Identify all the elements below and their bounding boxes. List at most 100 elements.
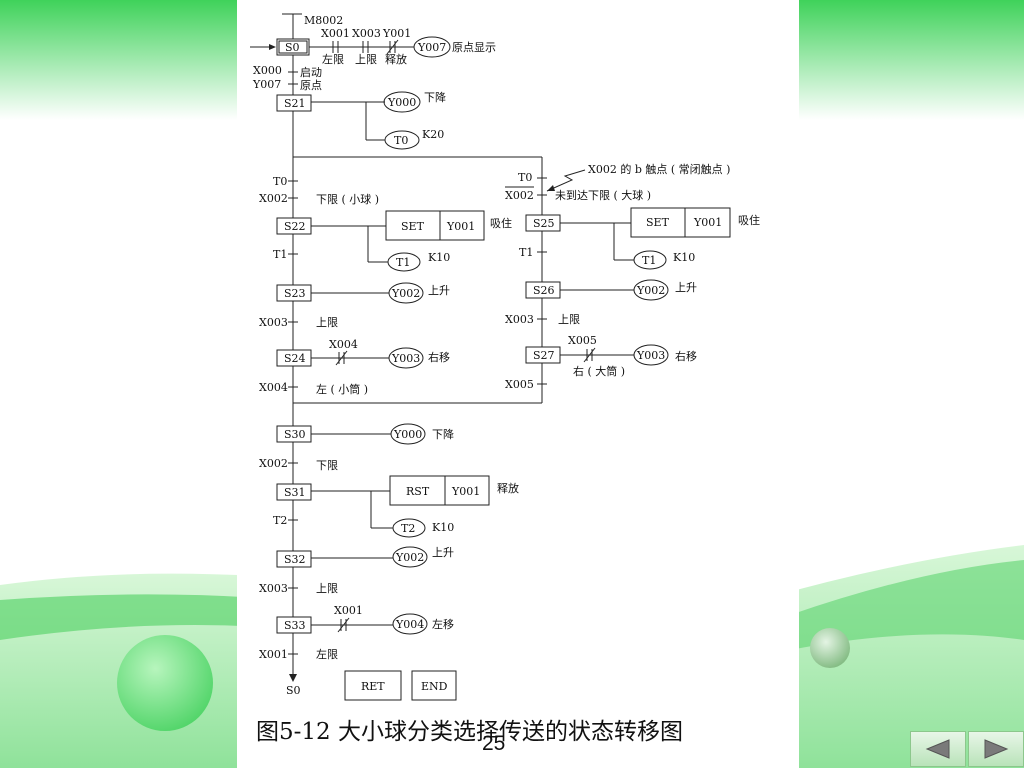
svg-text:T1: T1	[519, 246, 533, 259]
timer-t1-right	[633, 250, 667, 270]
svg-text:S23: S23	[284, 287, 306, 300]
triangle-right-icon	[984, 739, 1009, 759]
svg-text:S31: S31	[284, 486, 306, 499]
svg-text:吸住: 吸住	[490, 216, 512, 230]
next-slide-button[interactable]	[968, 731, 1024, 767]
coil-y000-b	[390, 423, 426, 445]
state-s31	[276, 483, 312, 501]
svg-text:Y003: Y003	[636, 349, 665, 362]
set-box-s25	[630, 207, 731, 238]
svg-text:释放: 释放	[497, 481, 519, 495]
svg-text:X001: X001	[334, 604, 363, 617]
svg-text:S30: S30	[284, 428, 306, 441]
svg-text:S0: S0	[285, 41, 300, 54]
svg-text:上升: 上升	[432, 546, 454, 559]
timer-t2	[392, 518, 426, 538]
svg-text:SET: SET	[646, 216, 670, 229]
m8002-label: M8002	[304, 14, 343, 27]
svg-text:上升: 上升	[675, 281, 697, 294]
svg-text:下降: 下降	[424, 90, 446, 104]
svg-text:X002 的 b 触点 ( 常闭触点 ): X002 的 b 触点 ( 常闭触点 )	[588, 162, 730, 176]
svg-text:T2: T2	[273, 514, 287, 527]
svg-text:T0: T0	[518, 171, 532, 184]
svg-text:T0: T0	[273, 175, 287, 188]
svg-text:X003: X003	[259, 582, 288, 595]
coil-y004	[392, 613, 428, 635]
svg-text:S26: S26	[533, 284, 555, 297]
svg-text:X004: X004	[259, 381, 288, 394]
svg-text:T1: T1	[642, 254, 656, 267]
decor-ball-right	[810, 628, 850, 668]
svg-text:T1: T1	[273, 248, 287, 261]
svg-text:S33: S33	[284, 619, 306, 632]
svg-text:Y001: Y001	[382, 27, 411, 40]
svg-text:Y003: Y003	[391, 352, 420, 365]
svg-text:左移: 左移	[432, 618, 454, 631]
end-box	[411, 670, 457, 701]
svg-text:K10: K10	[673, 251, 695, 264]
timer-t0	[384, 130, 420, 150]
svg-text:上限: 上限	[316, 582, 338, 595]
annotation-arrow-icon	[547, 185, 555, 191]
return-arrow-icon	[289, 674, 297, 682]
svg-text:Y004: Y004	[395, 618, 424, 631]
svg-text:原点: 原点	[300, 79, 322, 92]
svg-text:X002: X002	[259, 192, 288, 205]
svg-text:X001: X001	[259, 648, 288, 661]
svg-text:右 ( 大筒 ): 右 ( 大筒 )	[573, 364, 625, 378]
state-s21	[276, 94, 312, 112]
svg-text:K20: K20	[422, 128, 444, 141]
state-s32	[276, 550, 312, 568]
coil-y007	[413, 36, 451, 58]
svg-text:S32: S32	[284, 553, 306, 566]
svg-text:右移: 右移	[675, 349, 697, 363]
svg-text:右移: 右移	[428, 350, 450, 364]
diagram-sheet	[237, 0, 799, 768]
svg-text:S27: S27	[533, 349, 555, 362]
svg-text:S24: S24	[284, 352, 306, 365]
svg-text:Y002: Y002	[391, 287, 420, 300]
svg-text:X004: X004	[329, 338, 358, 351]
decor-ball-left	[117, 635, 213, 731]
svg-text:未到达下限 ( 大球 ): 未到达下限 ( 大球 )	[555, 188, 651, 202]
svg-text:S22: S22	[284, 220, 306, 233]
svg-text:下限 ( 小球 ): 下限 ( 小球 )	[316, 192, 379, 206]
page-number: 25	[482, 732, 506, 755]
svg-text:X002: X002	[505, 189, 534, 202]
svg-text:下降: 下降	[432, 427, 454, 441]
triangle-left-icon	[925, 739, 950, 759]
svg-text:SET: SET	[401, 220, 425, 233]
svg-text:吸住: 吸住	[738, 213, 760, 227]
svg-text:Y001: Y001	[446, 220, 475, 233]
svg-text:X000: X000	[253, 64, 282, 77]
svg-text:X001: X001	[321, 27, 350, 40]
coil-y002-left	[388, 282, 424, 304]
coil-y002-b	[392, 546, 428, 568]
set-box-s22	[385, 210, 485, 241]
svg-text:RST: RST	[406, 485, 430, 498]
svg-text:X003: X003	[259, 316, 288, 329]
svg-text:X002: X002	[259, 457, 288, 470]
svg-text:X003: X003	[505, 313, 534, 326]
svg-text:S0: S0	[286, 684, 301, 697]
svg-text:Y000: Y000	[387, 96, 416, 109]
prev-slide-button[interactable]	[910, 731, 966, 767]
svg-text:释放: 释放	[385, 52, 407, 66]
svg-text:上限: 上限	[316, 316, 338, 329]
coil-y003-left	[388, 347, 424, 369]
figure-caption: 图5-12 大小球分类选择传送的状态转移图	[256, 719, 683, 745]
svg-text:K10: K10	[428, 251, 450, 264]
svg-text:RET: RET	[361, 680, 385, 693]
svg-text:Y001: Y001	[451, 485, 480, 498]
coil-y002-right	[633, 279, 669, 301]
svg-text:S21: S21	[284, 97, 306, 110]
svg-text:左 ( 小筒 ): 左 ( 小筒 )	[316, 382, 368, 396]
svg-text:Y007: Y007	[417, 41, 446, 54]
ret-box	[344, 670, 402, 701]
rst-box-s31	[389, 475, 490, 506]
svg-text:X003: X003	[352, 27, 381, 40]
svg-text:原点显示: 原点显示	[452, 41, 496, 54]
svg-text:左限: 左限	[316, 648, 338, 661]
entry-arrow-icon	[269, 44, 276, 50]
